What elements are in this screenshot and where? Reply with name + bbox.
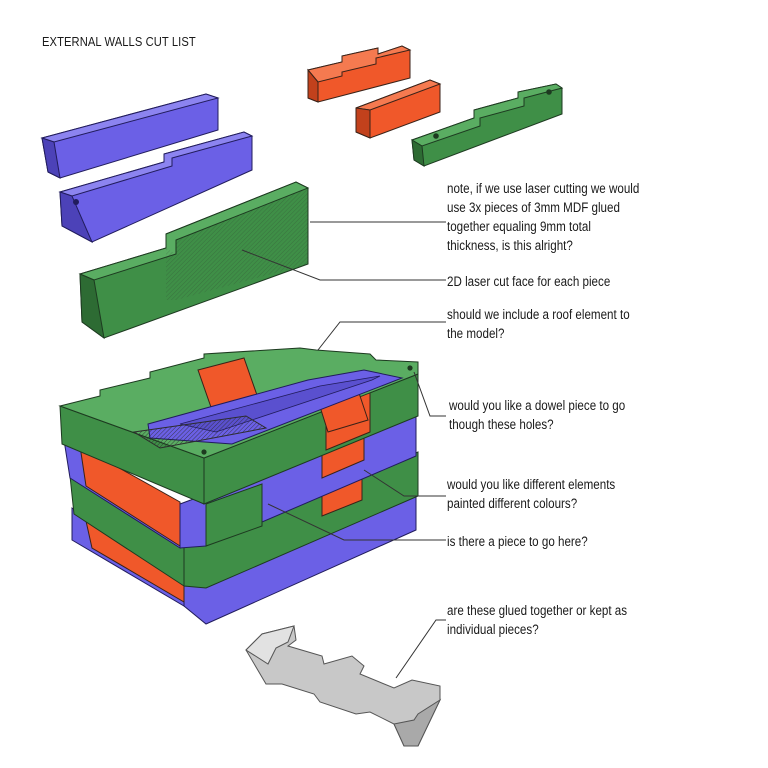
leader-colours: [363, 469, 446, 497]
blue-piece-top: [40, 93, 220, 179]
note-glued: are these glued together or kept as indi…: [447, 601, 627, 639]
note-line: individual pieces?: [447, 622, 539, 637]
note-colours: would you like different elements painte…: [447, 475, 615, 513]
note-dowel: would you like a dowel piece to go thoug…: [449, 396, 625, 434]
note-line: would you like a dowel piece to go: [449, 398, 626, 413]
note-line: are these glued together or kept as: [447, 603, 628, 618]
green-piece-large: [78, 181, 310, 340]
note-line: together equaling 9mm total: [447, 219, 591, 234]
note-laser-face: 2D laser cut face for each piece: [447, 272, 610, 291]
page-title: EXTERNAL WALLS CUT LIST: [42, 34, 196, 49]
note-line: painted different colours?: [447, 496, 578, 511]
orange-piece-top: [307, 45, 412, 103]
orange-piece-middle: [355, 79, 442, 139]
leader-glued: [395, 619, 446, 679]
leader-laser-face: [241, 249, 446, 281]
note-line: though these holes?: [449, 417, 554, 432]
leader-lines: [241, 221, 446, 679]
leader-dowel: [413, 371, 446, 417]
note-line: is there a piece to go here?: [447, 534, 588, 549]
note-laser-mdf: note, if we use laser cutting we would u…: [447, 179, 639, 255]
leader-piece-here: [267, 503, 446, 541]
note-line: thickness, is this alright?: [447, 238, 573, 253]
assembled-wall-box: [58, 347, 419, 625]
grey-joint-piece: [245, 625, 442, 747]
leader-roof: [317, 321, 446, 351]
note-line: 2D laser cut face for each piece: [447, 274, 611, 289]
note-line: note, if we use laser cutting we would: [447, 181, 640, 196]
green-piece-top-right: [410, 83, 564, 167]
blue-piece-middle: [58, 131, 254, 244]
note-line: the model?: [447, 326, 505, 341]
note-line: use 3x pieces of 3mm MDF glued: [447, 200, 620, 215]
note-line: would you like different elements: [447, 477, 616, 492]
note-line: should we include a roof element to: [447, 307, 630, 322]
note-roof: should we include a roof element to the …: [447, 305, 630, 343]
note-piece-here: is there a piece to go here?: [447, 532, 588, 551]
